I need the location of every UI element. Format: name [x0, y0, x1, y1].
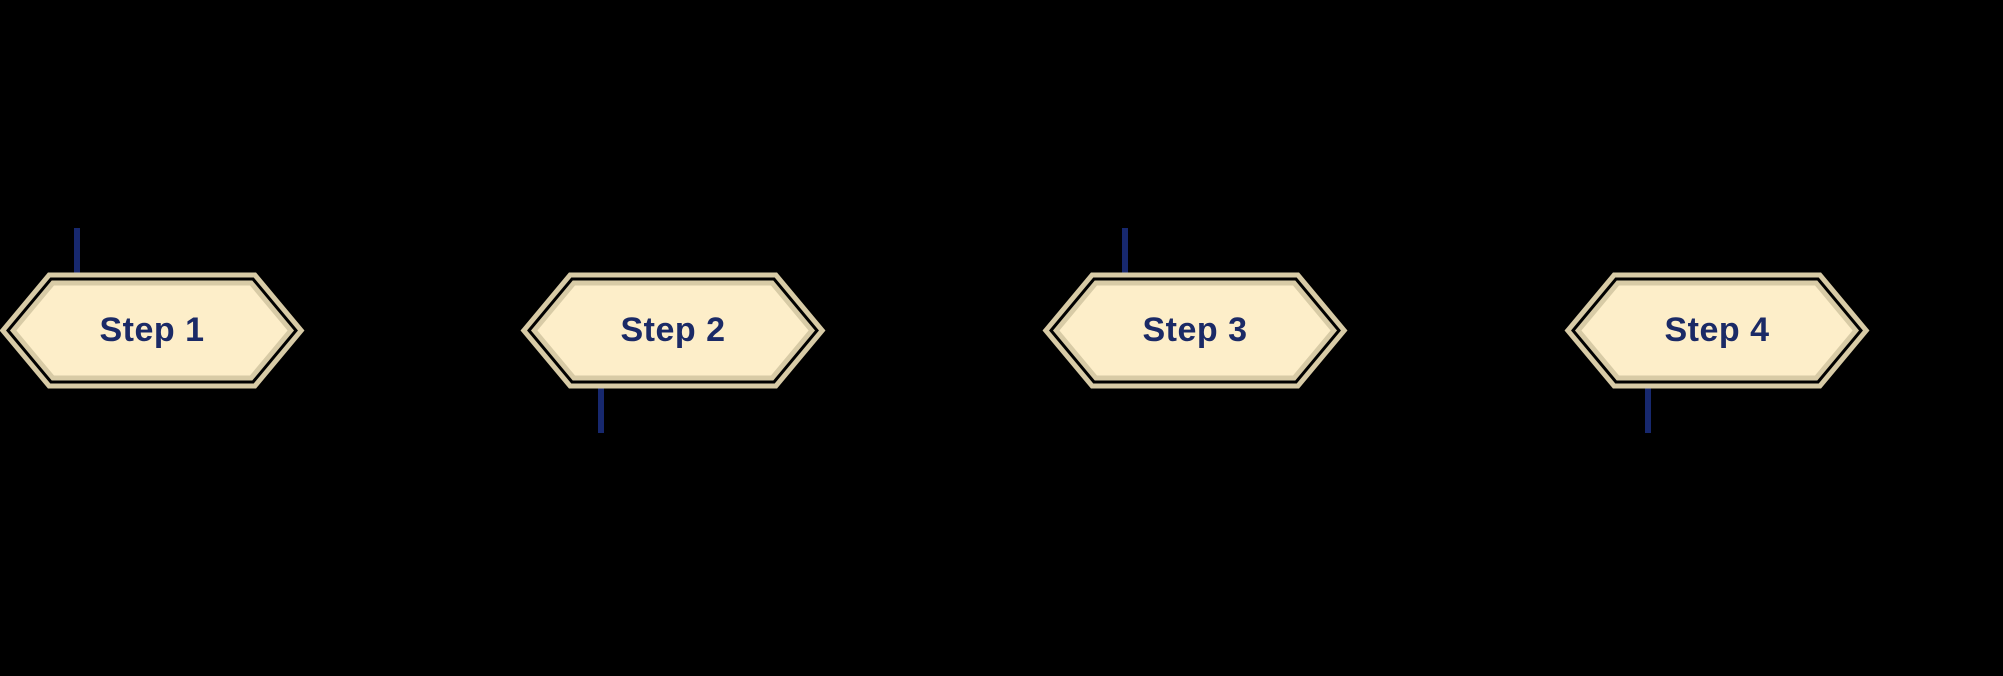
- connector-tick-above-step-3: [1122, 228, 1128, 273]
- step-label: Step 3: [1142, 311, 1248, 349]
- step-label: Step 2: [620, 311, 726, 349]
- connector-tick-above-step-1: [74, 228, 80, 273]
- step-node-3: Step 3: [1042, 272, 1348, 389]
- step-node-4: Step 4: [1564, 272, 1870, 389]
- connector-tick-below-step-2: [598, 388, 604, 433]
- hexagon-shape: [1042, 272, 1348, 389]
- hexagon-shape: [520, 272, 826, 389]
- step-node-1: Step 1: [0, 272, 305, 389]
- step-node-2: Step 2: [520, 272, 826, 389]
- hexagon-shape: [0, 272, 305, 389]
- hexagon-shape: [1564, 272, 1870, 389]
- step-label: Step 1: [99, 311, 205, 349]
- connector-tick-below-step-4: [1645, 388, 1651, 433]
- step-label: Step 4: [1664, 311, 1770, 349]
